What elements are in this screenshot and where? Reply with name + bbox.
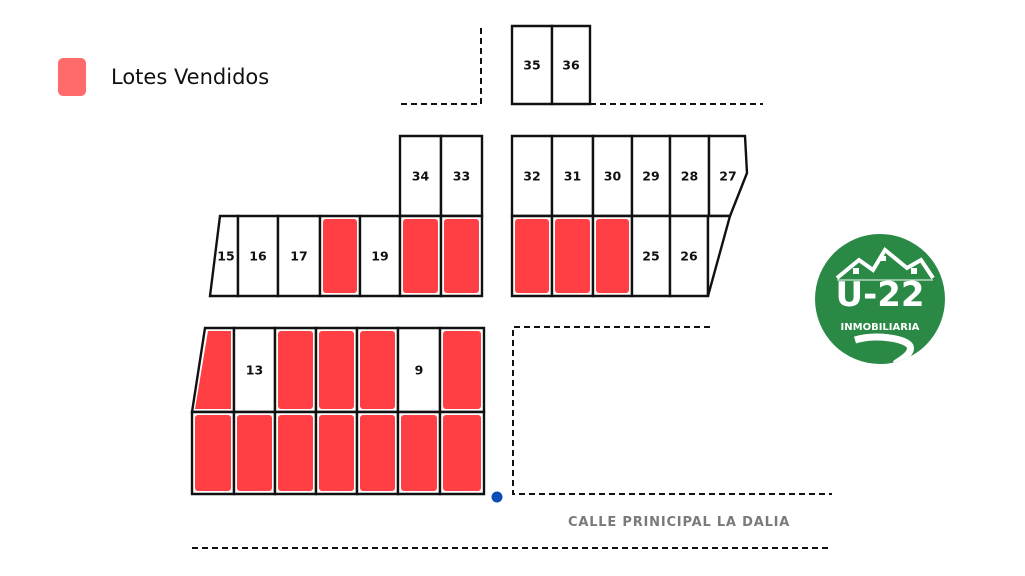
lot-number: 31 xyxy=(564,169,581,184)
lot-sold[interactable] xyxy=(314,326,359,414)
lot-available[interactable]: 35 xyxy=(510,24,554,106)
lot-sold[interactable] xyxy=(190,326,236,414)
lot-outline[interactable] xyxy=(706,214,732,297)
lot-available[interactable]: 28 xyxy=(668,134,711,218)
road-icon xyxy=(853,333,914,364)
lot-sold[interactable] xyxy=(591,214,634,298)
legend: Lotes Vendidos xyxy=(58,58,269,96)
lot-available[interactable]: 9 xyxy=(396,326,442,414)
road-boundary xyxy=(512,326,832,495)
lot-number: 13 xyxy=(246,363,263,378)
lot-available[interactable]: 17 xyxy=(276,214,322,298)
lot-number: 36 xyxy=(562,58,580,73)
lot-sold[interactable] xyxy=(438,326,486,414)
roads-dashed xyxy=(192,28,832,549)
lot-available[interactable]: 33 xyxy=(439,134,484,218)
sold-fill xyxy=(237,415,272,491)
lot-available[interactable]: 15 xyxy=(208,214,240,298)
sold-fill xyxy=(443,415,481,491)
lot-number: 35 xyxy=(523,58,540,73)
lot-number: 25 xyxy=(642,249,659,264)
lot-available[interactable]: 26 xyxy=(668,214,710,298)
lot-number: 19 xyxy=(371,249,388,264)
legend-swatch-sold xyxy=(58,58,86,96)
street-label: CALLE PRINICIPAL LA DALIA xyxy=(568,515,791,530)
lot-sold[interactable] xyxy=(232,410,277,496)
lot-sold[interactable] xyxy=(398,214,443,298)
lot-available[interactable]: 29 xyxy=(630,134,672,218)
lot-number: 29 xyxy=(642,169,659,184)
legend-label: Lotes Vendidos xyxy=(111,65,270,89)
lot-available[interactable]: 34 xyxy=(398,134,443,218)
sold-fill xyxy=(360,331,395,409)
lot-number: 33 xyxy=(453,169,470,184)
lot-sold[interactable] xyxy=(273,410,318,496)
lot-sold[interactable] xyxy=(318,214,362,298)
sold-fill xyxy=(555,219,590,293)
lot-available[interactable]: 19 xyxy=(358,214,402,298)
lot-available[interactable] xyxy=(706,214,732,297)
lot-sold[interactable] xyxy=(510,214,554,298)
lot-number: 32 xyxy=(523,169,540,184)
sold-fill xyxy=(360,415,395,491)
sold-fill xyxy=(278,415,313,491)
sold-fill xyxy=(323,219,357,293)
lot-sold[interactable] xyxy=(314,410,359,496)
lot-sold[interactable] xyxy=(273,326,318,414)
lot-available[interactable]: 31 xyxy=(550,134,595,218)
lot-available[interactable]: 13 xyxy=(232,326,277,414)
lot-available[interactable]: 30 xyxy=(591,134,634,218)
sold-fill xyxy=(195,331,231,409)
u22-logo: U-22 INMOBILIARIA xyxy=(815,234,945,364)
lot-number: 16 xyxy=(249,249,267,264)
lot-sold[interactable] xyxy=(355,410,400,496)
lot-sold[interactable] xyxy=(438,410,486,496)
road-boundary xyxy=(400,28,482,105)
lot-number: 30 xyxy=(604,169,622,184)
houses-icon xyxy=(835,246,935,281)
sold-fill xyxy=(278,331,313,409)
sold-fill xyxy=(195,415,231,491)
lot-number: 15 xyxy=(217,249,234,264)
lot-number: 26 xyxy=(680,249,698,264)
lot-available[interactable]: 16 xyxy=(236,214,280,298)
sold-fill xyxy=(401,415,437,491)
lots: 35 36 34 33 32 31 30 29 28 27 15 16 17 19 25 26 13 9 xyxy=(190,24,749,496)
logo-title: U-22 xyxy=(835,275,925,315)
lot-available[interactable]: 25 xyxy=(630,214,672,298)
lot-available[interactable]: 36 xyxy=(550,24,592,106)
lot-outline[interactable] xyxy=(707,134,749,218)
lot-number: 34 xyxy=(412,169,430,184)
lot-sold[interactable] xyxy=(439,214,484,298)
sold-fill xyxy=(319,415,354,491)
logo-subtitle: INMOBILIARIA xyxy=(840,322,920,333)
lot-available[interactable]: 27 xyxy=(707,134,749,218)
lot-number: 27 xyxy=(719,169,736,184)
sold-fill xyxy=(444,219,479,293)
sold-fill xyxy=(515,219,549,293)
sold-fill xyxy=(596,219,629,293)
location-marker[interactable] xyxy=(491,491,503,503)
sold-fill xyxy=(403,219,438,293)
lot-number: 9 xyxy=(415,363,424,378)
lot-sold[interactable] xyxy=(190,410,236,496)
sold-fill xyxy=(319,331,354,409)
lot-sold[interactable] xyxy=(396,410,442,496)
lot-outline[interactable] xyxy=(550,24,592,106)
lot-available[interactable]: 32 xyxy=(510,134,554,218)
lot-sold[interactable] xyxy=(550,214,595,298)
lot-number: 17 xyxy=(290,249,307,264)
lot-sold[interactable] xyxy=(355,326,400,414)
lot-number: 28 xyxy=(681,169,698,184)
sold-fill xyxy=(443,331,481,409)
